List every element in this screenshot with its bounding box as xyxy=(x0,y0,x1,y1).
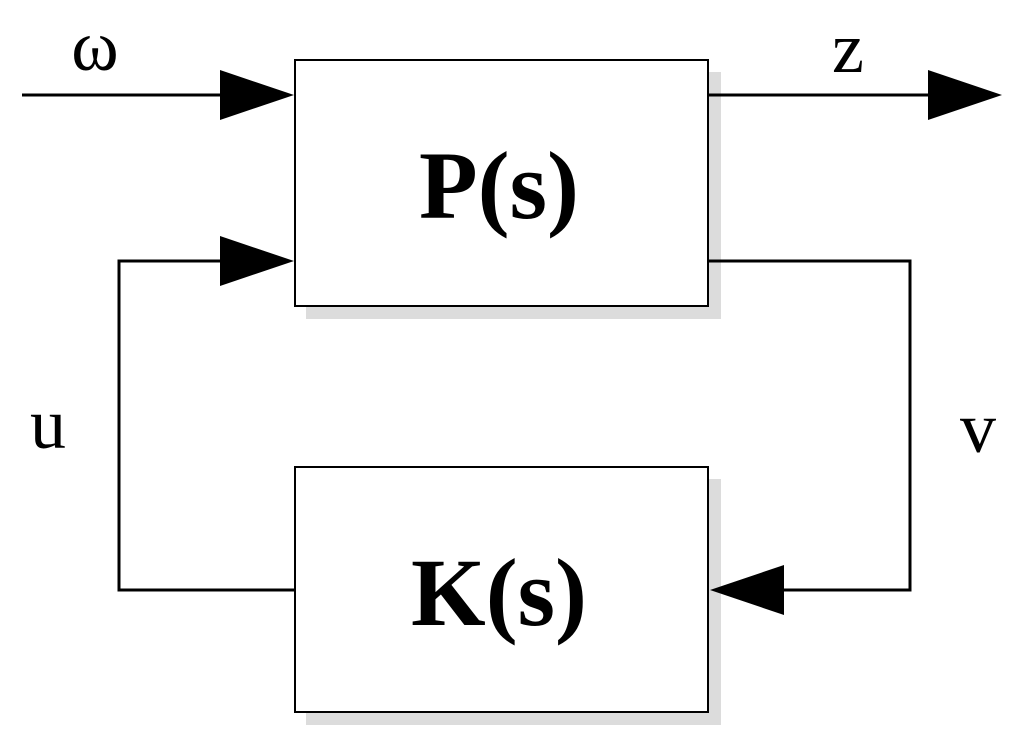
performance-output-signal: z xyxy=(708,8,1002,120)
plant-block-box xyxy=(294,59,709,307)
performance-output-label: z xyxy=(832,8,864,88)
plant-block-label: P(s) xyxy=(419,132,579,239)
control-input-path xyxy=(117,259,295,592)
control-input-signal: u xyxy=(30,236,295,592)
plant-block: P(s) xyxy=(294,59,721,319)
control-input-label: u xyxy=(30,384,66,464)
controller-block-box xyxy=(294,466,709,713)
measured-output-label: v xyxy=(960,388,996,468)
control-input-arrowhead xyxy=(220,236,294,286)
controller-block-label: K(s) xyxy=(411,539,587,646)
controller-block: K(s) xyxy=(294,466,721,725)
performance-output-arrowhead xyxy=(928,70,1002,120)
disturbance-input-signal: ω xyxy=(22,6,294,120)
measured-output-arrowhead xyxy=(710,565,784,615)
disturbance-input-label: ω xyxy=(71,6,118,86)
measured-output-signal: v xyxy=(708,259,996,615)
measured-output-path xyxy=(708,259,912,592)
disturbance-input-arrowhead xyxy=(220,70,294,120)
